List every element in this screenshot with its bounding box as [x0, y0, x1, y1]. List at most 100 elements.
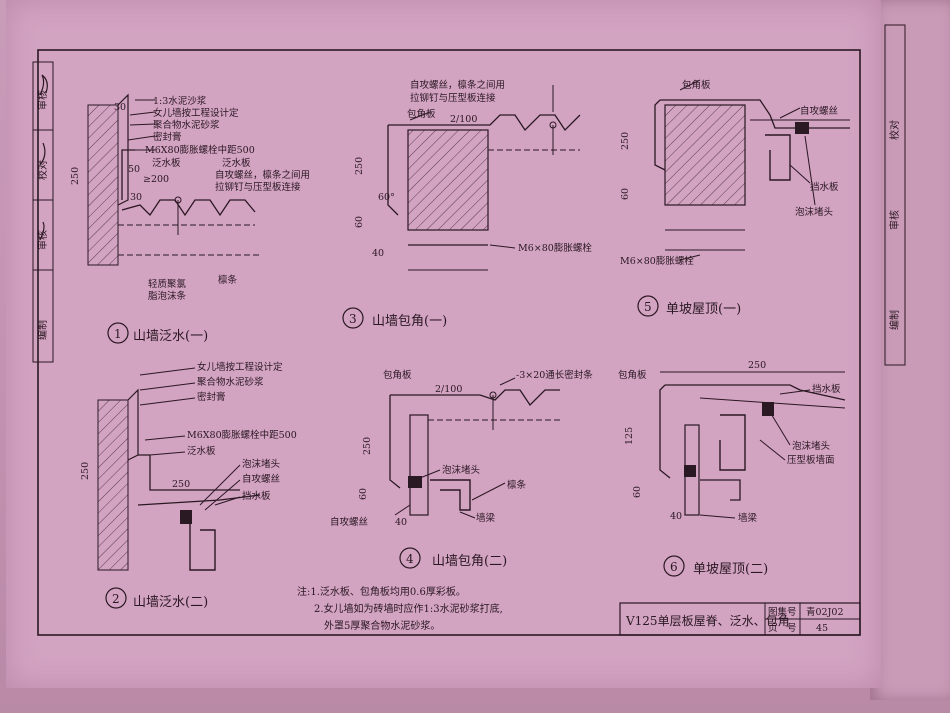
d3-label-3: 包角板: [407, 108, 436, 120]
signature-scribbles: [39, 74, 48, 241]
d4-dim-4: 40: [395, 517, 407, 528]
d3-title: 山墙包角(一): [372, 314, 447, 329]
d2-number-circle: [105, 587, 127, 609]
d6-number-circle: [663, 555, 685, 577]
d5-number: 5: [644, 300, 652, 314]
d4-label-3: 泡沫堵头: [442, 464, 480, 476]
d6-label-1: 包角板: [618, 369, 647, 381]
d1-label-12: 檩条: [218, 274, 238, 286]
d2-dim-2: 250: [172, 479, 190, 490]
d2-number: 2: [112, 592, 120, 606]
d5-number-circle: [637, 295, 659, 317]
next-page-edge: [870, 0, 950, 700]
d2-label-6: 泡沫堵头: [242, 458, 280, 470]
d3-dim-1: 2/100: [450, 114, 477, 125]
detail-2: [97, 367, 261, 571]
d1-number-circle: [107, 322, 129, 344]
d3-dim-4: 60: [354, 216, 365, 228]
d2-label-2: 聚合物水泥砂浆: [197, 376, 264, 388]
d4-label-1: 包角板: [383, 369, 412, 381]
d5-title: 单坡屋顶(一): [666, 302, 741, 317]
d6-dim-1: 250: [748, 360, 766, 371]
d1-label-11: 脂泡沫条: [148, 290, 187, 302]
d5-dim-1: 250: [620, 132, 631, 150]
signature-strip: [32, 61, 54, 363]
page-value: 45: [816, 623, 828, 634]
d1-label-5: M6X80膨胀螺栓中距500: [145, 144, 255, 156]
right-strip-text-2: 审核: [888, 210, 901, 230]
d1-label-7: 泛水板: [222, 157, 251, 169]
d2-title: 山墙泛水(二): [133, 595, 208, 610]
d1-dim-2: 250: [70, 167, 81, 185]
d4-label-6: 自攻螺丝: [330, 516, 368, 528]
d2-label-3: 密封膏: [197, 391, 226, 403]
sheet-frame: [37, 49, 861, 636]
note-line-1: 注:1.泛水板、包角板均用0.6厚彩板。: [297, 585, 466, 598]
d3-number-circle: [342, 307, 364, 329]
d6-dim-2: 125: [624, 427, 635, 445]
d1-label-1: 1:3水泥沙浆: [153, 95, 207, 107]
note-line-2: 2.女儿墙如为砖墙时应作1:3水泥砂浆打底,: [314, 602, 503, 615]
d2-label-5: 泛水板: [187, 445, 216, 457]
d2-label-8: 挡水板: [242, 490, 271, 502]
d6-dim-3: 60: [632, 486, 643, 498]
atlas-label: 图集号: [768, 606, 797, 618]
d4-dim-2: 250: [362, 437, 373, 455]
d6-label-3: 泡沫堵头: [792, 440, 830, 452]
d1-dim-4: ≥200: [143, 174, 169, 185]
d3-number: 3: [349, 312, 357, 326]
right-strip: [884, 24, 906, 366]
d4-label-2: -3×20通长密封条: [516, 369, 593, 381]
detail-1: [87, 93, 260, 266]
d4-dim-3: 60: [358, 488, 369, 500]
d6-number: 6: [670, 560, 678, 574]
d5-label-2: 自攻螺丝: [800, 105, 838, 117]
d1-label-2: 女儿墙按工程设计定: [153, 107, 239, 119]
detail-3: [387, 85, 581, 271]
d5-dim-2: 60: [620, 188, 631, 200]
d1-label-4: 密封膏: [153, 131, 182, 143]
d4-dim-1: 2/100: [435, 384, 462, 395]
strip-text-3: 校对: [36, 160, 49, 180]
detail-6: [659, 371, 846, 519]
d6-label-2: 挡水板: [812, 383, 841, 395]
d3-label-2: 拉铆钉与压型板连接: [410, 92, 496, 104]
d1-dim-1: 30: [114, 102, 126, 113]
d1-label-10: 轻质聚氯: [148, 278, 187, 290]
strip-text-2: 审核: [36, 230, 49, 250]
title-block: [619, 602, 861, 636]
d1-label-9: 拉铆钉与压型板连接: [215, 181, 301, 193]
d4-label-5: 墙梁: [476, 512, 496, 524]
d5-label-4: 泡沫堵头: [795, 206, 833, 218]
strip-text-1: 编制: [36, 320, 49, 340]
d4-title: 山墙包角(二): [432, 554, 507, 569]
atlas-value: 青02J02: [806, 606, 844, 618]
d6-dim-4: 40: [670, 511, 682, 522]
d2-label-7: 自攻螺丝: [242, 473, 280, 485]
d3-label-4: M6×80膨胀螺栓: [518, 242, 592, 254]
d1-title: 山墙泛水(一): [133, 329, 208, 344]
d3-label-1: 自攻螺丝，檩条之间用: [410, 79, 505, 91]
d3-dim-5: 40: [372, 248, 384, 259]
d1-number: 1: [114, 327, 122, 341]
d5-label-3: 挡水板: [810, 181, 839, 193]
d3-dim-2: 250: [354, 157, 365, 175]
detail-4: [389, 377, 560, 519]
d3-dim-3: 60°: [378, 192, 395, 203]
page-label: 页 号: [768, 623, 797, 634]
detail-5: [654, 79, 850, 261]
d4-label-4: 檩条: [507, 479, 527, 491]
d6-title: 单坡屋顶(二): [693, 562, 768, 577]
d1-label-3: 聚合物水泥砂浆: [153, 119, 220, 131]
note-line-3: 外罩5厚聚合物水泥砂浆。: [324, 619, 440, 632]
d6-label-4: 压型板墙面: [787, 454, 835, 466]
title-block-title: V125单层板屋脊、泛水、包角: [625, 614, 790, 628]
d4-number-circle: [399, 547, 421, 569]
d5-label-5: M6×80膨胀螺栓: [620, 255, 694, 267]
d2-dim-1: 250: [80, 462, 91, 480]
d2-label-4: M6X80膨胀螺栓中距500: [187, 429, 297, 441]
right-strip-text-3: 校对: [888, 120, 901, 140]
right-strip-text-1: 编制: [888, 310, 901, 330]
